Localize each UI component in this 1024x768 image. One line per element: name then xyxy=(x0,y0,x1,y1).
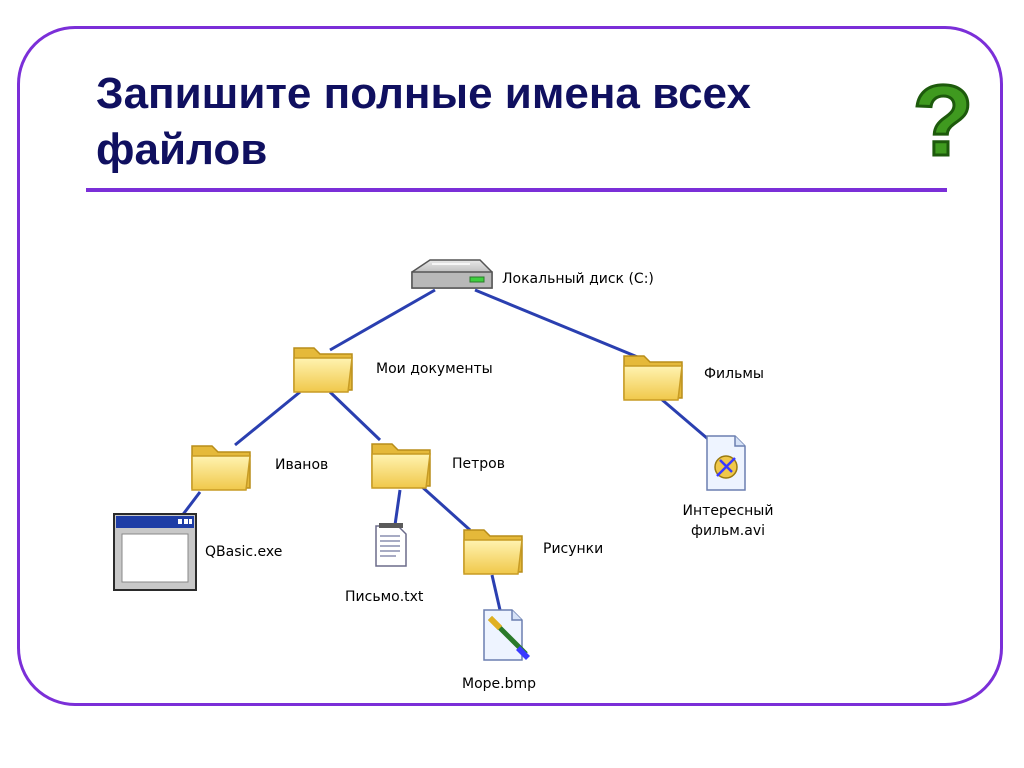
connector-petrov-letter xyxy=(393,489,402,526)
tree-connectors xyxy=(173,288,716,611)
folder-label-films: Фильмы xyxy=(704,366,764,382)
connector-petrov-pictures xyxy=(418,483,472,532)
folder-icon-petrov xyxy=(371,443,431,489)
video-file-icon xyxy=(706,435,746,491)
connector-mydocs-petrov xyxy=(328,390,382,442)
slide-frame xyxy=(17,26,1003,706)
image-paint-icon xyxy=(483,609,530,661)
connector-films-film xyxy=(659,396,716,447)
file-label-letter: Письмо.txt xyxy=(345,589,424,605)
text-document-icon xyxy=(375,523,407,567)
file-label-film-line1: Интересный xyxy=(682,503,774,519)
title-divider xyxy=(86,188,947,192)
file-label-sea: Море.bmp xyxy=(462,676,537,692)
folder-icon-my-documents xyxy=(293,347,353,393)
slide-title: Запишите полные имена всех файлов xyxy=(96,69,751,174)
folder-icon-ivanov xyxy=(191,445,251,491)
folder-label-my-documents: Мои документы xyxy=(376,361,493,377)
file-label-film-line2: фильм.avi xyxy=(690,523,766,539)
folder-label-pictures: Рисунки xyxy=(543,541,604,557)
connector-root-films xyxy=(474,288,641,360)
folder-label-petrov: Петров xyxy=(452,456,505,472)
application-window-icon xyxy=(113,513,197,591)
folder-label-ivanov: Иванов xyxy=(275,457,329,473)
root-label: Локальный диск (C:) xyxy=(502,271,654,287)
connector-mydocs-ivanov xyxy=(234,390,301,447)
folder-icon-pictures xyxy=(463,529,523,575)
file-label-qbasic: QBasic.exe xyxy=(205,544,283,560)
connector-root-mydocs xyxy=(329,288,436,352)
folder-icon-films xyxy=(623,355,683,401)
hard-disk-icon xyxy=(411,259,493,289)
connector-pictures-sea xyxy=(490,574,502,611)
